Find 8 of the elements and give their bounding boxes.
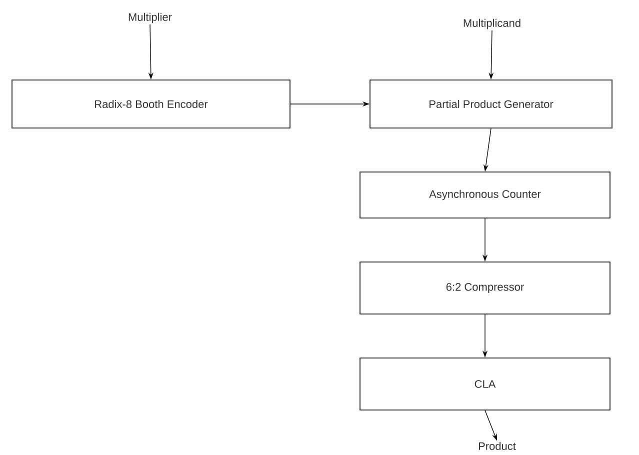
process-box: Asynchronous Counter	[360, 172, 610, 218]
io-label: Product	[477, 440, 517, 452]
process-box: Partial Product Generator	[370, 80, 612, 128]
process-box: 6:2 Compressor	[360, 262, 610, 314]
io-label: Multiplicand	[462, 18, 522, 30]
process-box: CLA	[360, 358, 610, 410]
process-box: Radix-8 Booth Encoder	[12, 80, 290, 128]
io-label: Multiplier	[127, 12, 173, 24]
